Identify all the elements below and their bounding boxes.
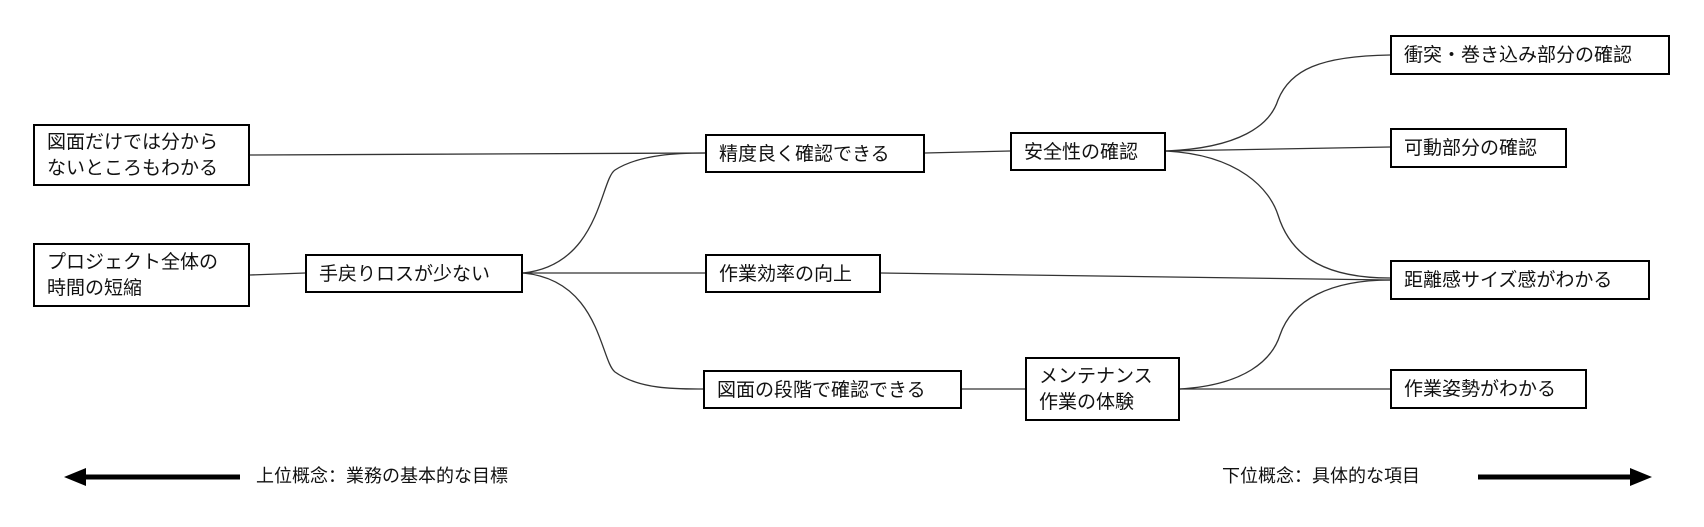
node-shototsu: 衝突・巻き込み部分の確認 (1390, 35, 1670, 75)
node-temodori: 手戻りロスが少ない (305, 254, 523, 293)
node-maintenance: メンテナンス 作業の体験 (1025, 357, 1180, 421)
edge-zumendake-seido (249, 152, 706, 156)
node-zumen-dake: 図面だけでは分から ないところもわかる (33, 124, 250, 186)
edge-koritsu-kyorikan (880, 272, 1391, 281)
edge-project-temodori (249, 272, 306, 276)
caption-upper-concept: 上位概念：業務の基本的な目標 (256, 466, 508, 487)
node-sagyo-koritsu: 作業効率の向上 (705, 254, 881, 293)
edge-anzensei-shototsu (1165, 54, 1391, 152)
edge-anzensei-kyorikan (1165, 150, 1391, 279)
node-zumen-dankai: 図面の段階で確認できる (703, 370, 962, 409)
node-seido: 精度良く確認できる (705, 134, 925, 173)
node-sagyo-shisei: 作業姿勢がわかる (1390, 369, 1587, 409)
node-kyorikan: 距離感サイズ感がわかる (1390, 260, 1650, 300)
caption-lower-concept: 下位概念：具体的な項目 (1222, 466, 1420, 487)
edge-anzensei-kado (1165, 146, 1391, 152)
node-kado: 可動部分の確認 (1390, 128, 1567, 168)
arrow-left-icon (64, 468, 240, 486)
edge-seido-anzensei (924, 150, 1011, 154)
node-anzensei: 安全性の確認 (1010, 132, 1166, 171)
node-project-time: プロジェクト全体の 時間の短縮 (33, 243, 250, 307)
edge-maintenance-kyorikan (1179, 279, 1391, 390)
arrow-right-icon (1478, 468, 1652, 486)
edge-temodori-seido (522, 152, 706, 274)
edge-temodori-zumendankai (522, 272, 704, 390)
